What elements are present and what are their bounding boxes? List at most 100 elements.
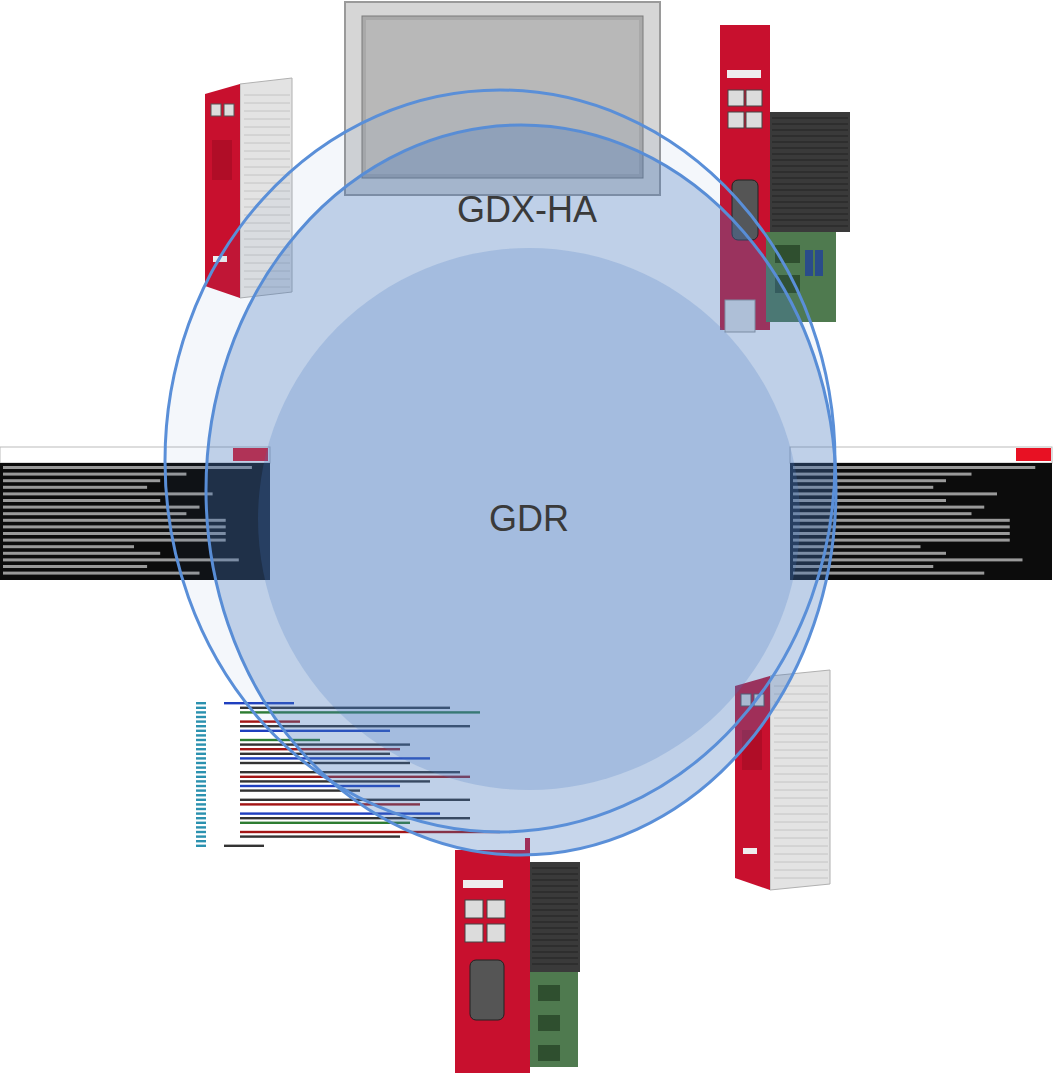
heatsink-fin bbox=[532, 892, 578, 893]
code-line-number bbox=[196, 716, 206, 718]
heatsink-fin bbox=[532, 946, 578, 947]
heatsink-fin bbox=[774, 806, 828, 807]
code-line bbox=[240, 822, 410, 824]
console-line bbox=[3, 486, 147, 489]
heatsink-fin bbox=[774, 814, 828, 815]
heatsink-fin bbox=[774, 718, 828, 719]
heatsink-fin bbox=[772, 202, 848, 203]
code-line-number bbox=[196, 753, 206, 755]
heatsink-fin bbox=[532, 910, 578, 911]
heatsink-fin bbox=[772, 184, 848, 185]
heatsink-fin bbox=[774, 798, 828, 799]
inner-circle: GDR bbox=[257, 247, 801, 791]
code-line-number bbox=[196, 789, 206, 791]
code-line bbox=[224, 845, 264, 847]
console-line bbox=[3, 479, 160, 482]
heatsink-fin bbox=[532, 886, 578, 887]
console-line bbox=[3, 565, 147, 568]
heatsink-fin bbox=[774, 830, 828, 831]
code-line-number bbox=[196, 725, 206, 727]
heatsink-fin bbox=[772, 196, 848, 197]
heatsink-fin bbox=[772, 148, 848, 149]
code-line-number bbox=[196, 812, 206, 814]
code-line-number bbox=[196, 711, 206, 713]
code-line-number bbox=[196, 757, 206, 759]
heatsink-fin bbox=[772, 172, 848, 173]
heatsink-fin bbox=[244, 127, 290, 128]
heatsink-fin bbox=[774, 782, 828, 783]
outer-ring: GDX-HA GDR bbox=[163, 88, 838, 858]
heatsink-fin bbox=[532, 964, 578, 965]
code-line-number bbox=[196, 785, 206, 787]
code-line-number bbox=[196, 776, 206, 778]
heatsink-fin bbox=[774, 862, 828, 863]
heatsink-fin bbox=[774, 702, 828, 703]
code-line-number bbox=[196, 771, 206, 773]
ring-label: GDX-HA bbox=[457, 189, 597, 231]
heatsink-fin bbox=[772, 214, 848, 215]
code-line-number bbox=[196, 803, 206, 805]
heatsink-fin bbox=[774, 750, 828, 751]
heatsink-fin bbox=[244, 103, 290, 104]
code-line-number bbox=[196, 730, 206, 732]
heatsink-fin bbox=[772, 118, 848, 119]
heatsink-fin bbox=[774, 742, 828, 743]
code-line-number bbox=[196, 831, 206, 833]
heatsink-fin bbox=[244, 119, 290, 120]
code-line-number bbox=[196, 739, 206, 741]
code-line-number bbox=[196, 707, 206, 709]
heatsink-fin bbox=[244, 151, 290, 152]
code-line-number bbox=[196, 840, 206, 842]
code-line-number bbox=[196, 766, 206, 768]
heatsink-fin bbox=[532, 880, 578, 881]
code-line-number bbox=[196, 702, 206, 704]
console-line bbox=[3, 499, 160, 502]
heatsink-fin bbox=[244, 159, 290, 160]
ring-ellipse bbox=[165, 90, 835, 832]
heatsink-fin bbox=[532, 934, 578, 935]
heatsink-fin bbox=[774, 822, 828, 823]
code-line-number bbox=[196, 743, 206, 745]
code-line-number bbox=[196, 845, 206, 847]
console-line bbox=[3, 473, 186, 476]
code-line-number bbox=[196, 835, 206, 837]
heatsink-fin bbox=[772, 160, 848, 161]
heatsink-fin bbox=[532, 874, 578, 875]
console-line bbox=[3, 512, 186, 515]
heatsink-fin bbox=[774, 870, 828, 871]
heatsink-fin bbox=[532, 928, 578, 929]
core-label: GDR bbox=[489, 498, 569, 540]
code-line-number bbox=[196, 799, 206, 801]
heatsink-fin bbox=[774, 710, 828, 711]
console-line bbox=[3, 545, 134, 548]
code-line-number bbox=[196, 748, 206, 750]
heatsink-fin bbox=[772, 220, 848, 221]
heatsink-fin bbox=[774, 726, 828, 727]
code-line bbox=[240, 835, 400, 837]
heatsink-fin bbox=[774, 854, 828, 855]
heatsink-fin bbox=[532, 904, 578, 905]
heatsink-fin bbox=[772, 136, 848, 137]
heatsink-fin bbox=[774, 774, 828, 775]
heatsink-fin bbox=[244, 143, 290, 144]
code-line-number bbox=[196, 817, 206, 819]
heatsink-fin bbox=[772, 178, 848, 179]
heatsink-fin bbox=[774, 766, 828, 767]
code-line-number bbox=[196, 826, 206, 828]
controller-device bbox=[455, 838, 580, 1073]
heatsink-fin bbox=[244, 167, 290, 168]
heatsink-fin bbox=[532, 952, 578, 953]
heatsink-fin bbox=[772, 142, 848, 143]
heatsink-fin bbox=[532, 868, 578, 869]
console-line bbox=[3, 552, 160, 555]
heatsink-fin bbox=[774, 838, 828, 839]
core-circle bbox=[258, 248, 800, 790]
console-line bbox=[3, 572, 200, 575]
heatsink-fin bbox=[532, 958, 578, 959]
heatsink-fin bbox=[244, 95, 290, 96]
heatsink-fin bbox=[774, 790, 828, 791]
heatsink-fin bbox=[774, 734, 828, 735]
heatsink-fin bbox=[774, 758, 828, 759]
heatsink-fin bbox=[772, 124, 848, 125]
